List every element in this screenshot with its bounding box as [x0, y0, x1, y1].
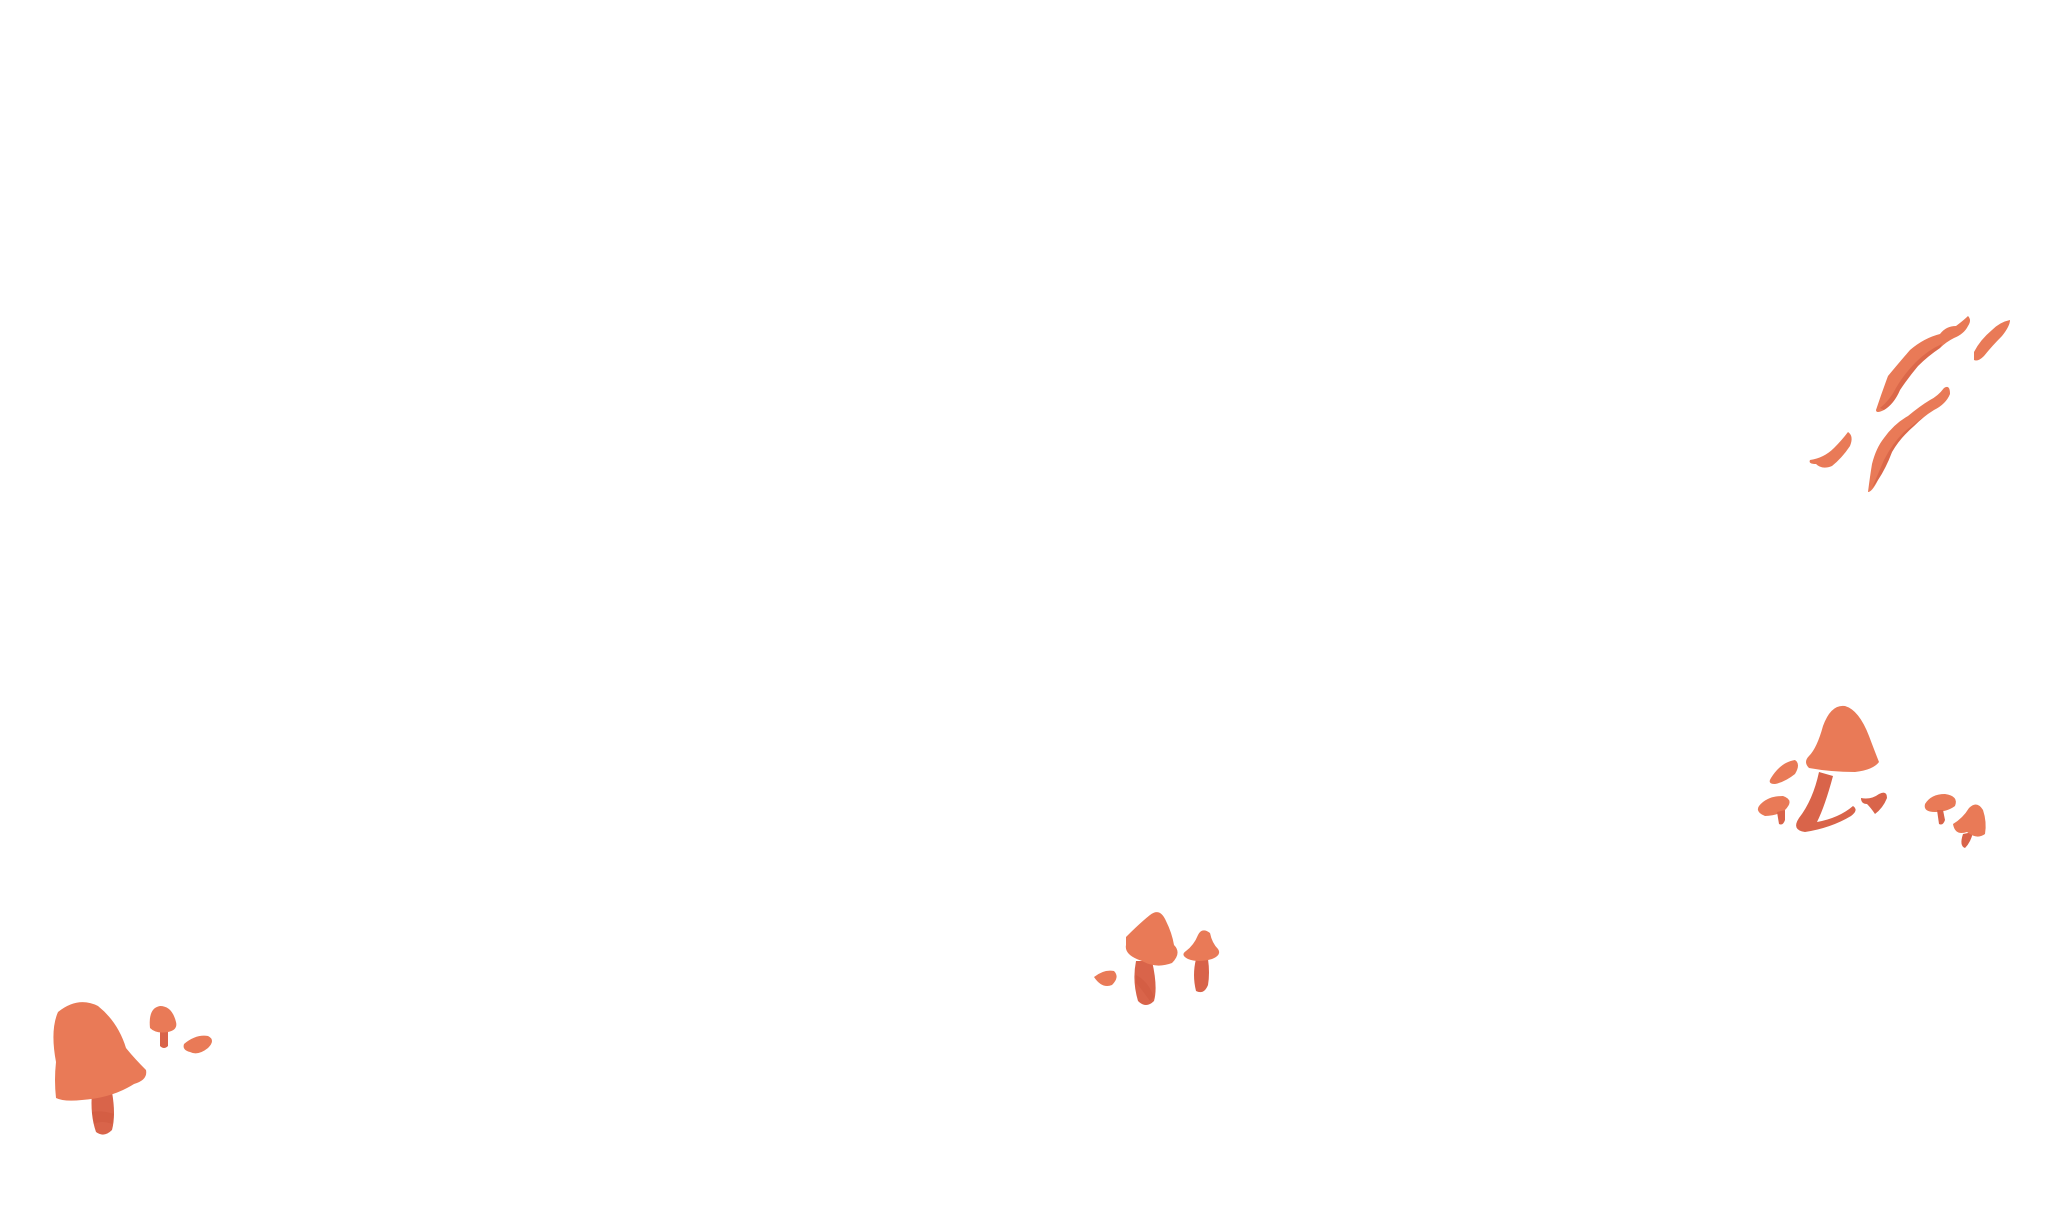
mushroom-cluster-right — [1755, 700, 2005, 860]
mushroom-cluster-bottom-center — [1090, 905, 1240, 1015]
mushroom-cluster-medium-icon — [1094, 912, 1220, 1005]
twig-cluster-icon — [1809, 316, 2010, 492]
mushroom-cluster-spread-icon — [1757, 705, 1986, 848]
mushroom-cluster-bottom-left — [52, 1000, 232, 1140]
twig-cluster-right — [1800, 300, 2020, 500]
mushroom-cluster-large-icon — [53, 1002, 212, 1135]
